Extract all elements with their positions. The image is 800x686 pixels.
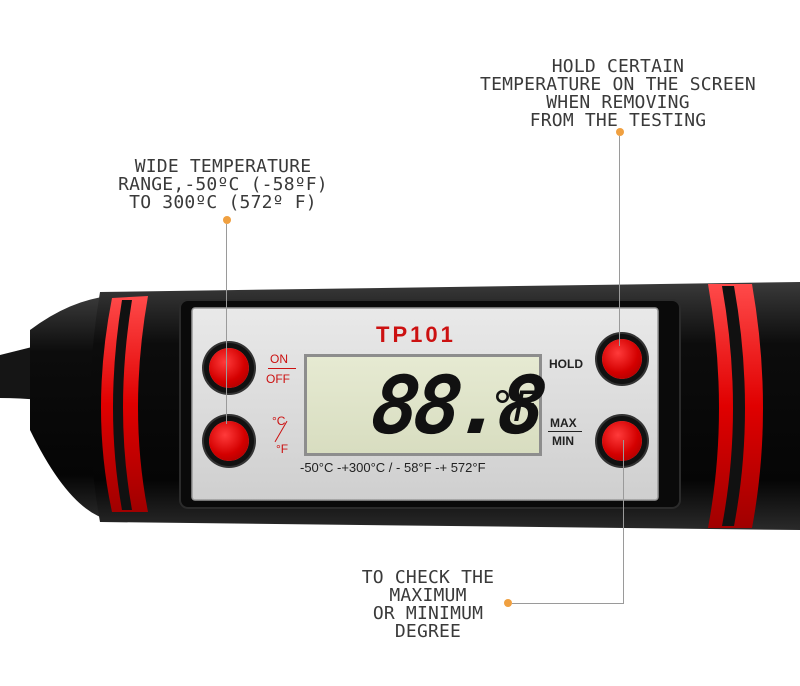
range-annotation-line: TO 300ºC (572º F) [129, 192, 317, 213]
range-annotation-line: WIDE TEMPERATURE [134, 156, 312, 177]
model-label: TP101 [376, 322, 456, 347]
maxmin-annotation-line: TO CHECK THE [361, 567, 495, 588]
maxmin-callout-dot [504, 599, 512, 607]
unit-toggle-button[interactable] [209, 421, 249, 461]
probe-neck [30, 296, 110, 520]
max-min-divider [548, 431, 582, 432]
maxmin-annotation-line: MAXIMUM [389, 585, 467, 606]
range-callout-dot [223, 216, 231, 224]
range-text: -50°C -+300°C / - 58°F -+ 572°F [300, 460, 486, 475]
power-button[interactable] [209, 348, 249, 388]
lcd-screen [304, 354, 542, 456]
maxmin-callout-line-v [623, 440, 624, 604]
hold-button[interactable] [602, 339, 642, 379]
lcd-unit: °F [492, 382, 538, 431]
max-label: MAX [550, 416, 577, 430]
range-annotation: WIDE TEMPERATURE RANGE,-50ºC (-58ºF) TO … [118, 158, 328, 212]
min-label: MIN [552, 434, 574, 448]
hold-annotation-line: FROM THE TESTING [529, 110, 707, 131]
hold-annotation-line: HOLD CERTAIN [551, 56, 685, 77]
hold-annotation-line: WHEN REMOVING [546, 92, 690, 113]
left-red-ring [101, 296, 148, 512]
on-off-divider [268, 368, 296, 369]
hold-label: HOLD [549, 357, 583, 371]
maxmin-annotation: TO CHECK THE MAXIMUM OR MINIMUM DEGREE [348, 569, 508, 641]
maxmin-callout-line-h [512, 603, 624, 604]
celsius-label: °C [272, 414, 286, 428]
range-callout-line [226, 224, 227, 424]
hold-callout-dot [616, 128, 624, 136]
range-annotation-line: RANGE,-50ºC (-58ºF) [118, 174, 328, 195]
maxmin-annotation-line: OR MINIMUM [372, 603, 484, 624]
on-label: ON [270, 352, 288, 366]
fahrenheit-label: °F [276, 442, 289, 456]
maxmin-annotation-line: DEGREE [394, 621, 462, 642]
hold-annotation: HOLD CERTAIN TEMPERATURE ON THE SCREEN W… [462, 58, 774, 130]
hold-callout-line [619, 136, 620, 346]
hold-annotation-line: TEMPERATURE ON THE SCREEN [480, 74, 756, 95]
off-label: OFF [266, 372, 290, 386]
max-min-button[interactable] [602, 421, 642, 461]
